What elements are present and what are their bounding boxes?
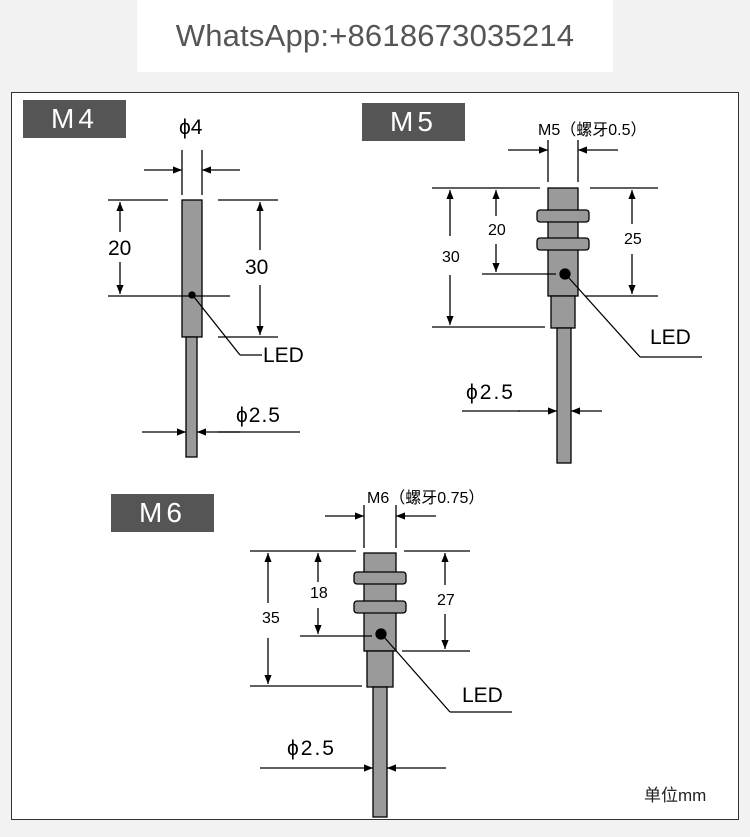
m6-diameter-cable: ϕ2.5 xyxy=(287,737,336,760)
m4-sensor-body xyxy=(181,199,203,338)
m4-dim-right: 30 xyxy=(245,256,269,279)
m5-led-label: LED xyxy=(650,326,691,349)
m5-diameter-cable: ϕ2.5 xyxy=(466,381,515,404)
m5-nut-lower xyxy=(536,237,590,251)
m4-led-label: LED xyxy=(263,344,304,367)
m4-diameter-cable: ϕ2.5 xyxy=(236,404,281,427)
m5-label: M5 xyxy=(362,103,465,141)
unit-label: 单位mm xyxy=(644,786,707,805)
m4-dim-left: 20 xyxy=(108,237,132,260)
m5-dim-inner: 20 xyxy=(488,222,506,239)
m4-label: M4 xyxy=(23,100,126,138)
m6-dim-outer: 35 xyxy=(262,610,280,627)
whatsapp-contact-text: WhatsApp:+8618673035214 xyxy=(175,18,575,53)
m4-cable xyxy=(185,336,198,458)
m4-sensor-drawing xyxy=(108,150,300,458)
m5-led-dot xyxy=(559,268,571,280)
m6-led-label: LED xyxy=(462,684,503,707)
m6-sensor-lower-body xyxy=(366,650,394,688)
m6-nut-lower xyxy=(353,600,407,614)
m5-sensor-lower-body xyxy=(550,295,576,329)
m6-label: M6 xyxy=(111,494,214,532)
m4-label-text: M4 xyxy=(51,103,98,134)
m5-dim-outer: 30 xyxy=(442,249,460,266)
whatsapp-banner: WhatsApp:+8618673035214 xyxy=(137,0,613,72)
m6-label-text: M6 xyxy=(139,497,186,528)
m5-label-text: M5 xyxy=(390,106,437,137)
m4-diameter-top: ϕ4 xyxy=(179,116,203,139)
m5-thread-label: M5（螺牙0.5） xyxy=(538,122,647,139)
m6-dim-right: 27 xyxy=(437,592,455,609)
m5-nut-upper xyxy=(536,209,590,223)
m5-cable xyxy=(556,327,572,464)
m6-sensor-drawing xyxy=(250,505,512,818)
m5-dim-right: 25 xyxy=(624,231,642,248)
m6-led-dot xyxy=(375,628,387,640)
m6-nut-upper xyxy=(353,571,407,585)
m6-thread-label: M6（螺牙0.75） xyxy=(367,490,485,507)
m6-cable xyxy=(372,686,388,818)
m6-dim-inner: 18 xyxy=(310,585,328,602)
m5-sensor-drawing xyxy=(432,140,702,464)
